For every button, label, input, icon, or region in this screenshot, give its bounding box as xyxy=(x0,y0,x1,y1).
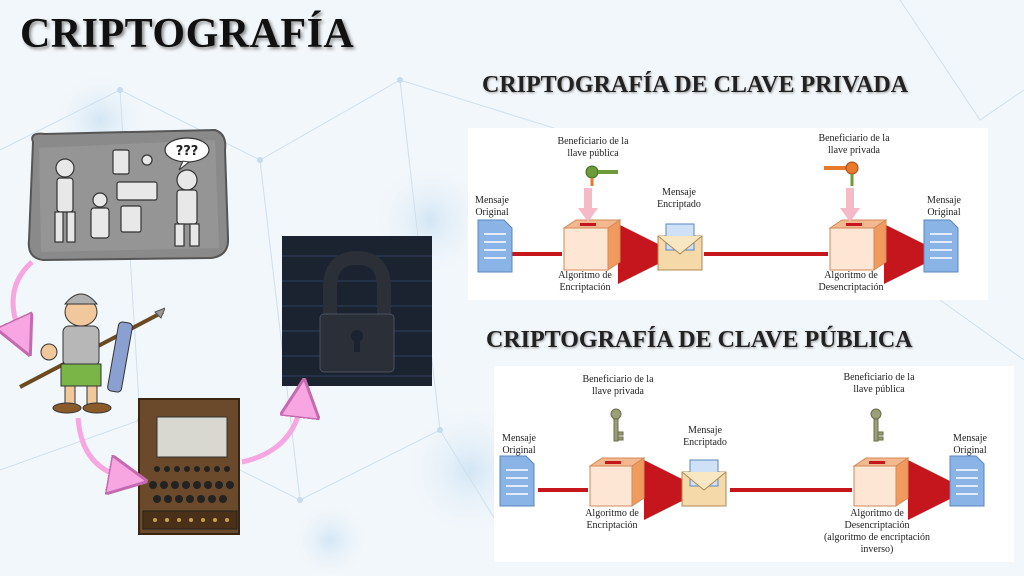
public-envelope-icon xyxy=(681,459,727,507)
private-decrypt-box-icon xyxy=(828,219,888,271)
public-result-document-icon xyxy=(949,455,985,507)
private-envelope-icon xyxy=(657,223,703,271)
public-key-1-icon xyxy=(610,408,624,442)
private-orange-key-icon xyxy=(824,161,859,186)
padlock-equations-image xyxy=(282,236,432,386)
private-key-diagram xyxy=(477,161,959,284)
private-key-heading: CRIPTOGRAFÍA DE CLAVE PRIVADA xyxy=(482,72,909,98)
roman-soldier-image xyxy=(19,293,165,414)
cycle-arrow-2 xyxy=(75,417,128,478)
page-title: CRIPTOGRAFÍA xyxy=(20,11,355,57)
public-key-2-icon xyxy=(870,408,884,442)
hieroglyph-speech-text: ??? xyxy=(176,144,199,159)
private-key-arrow-2 xyxy=(840,188,860,222)
cycle-arrow-1 xyxy=(13,260,34,338)
history-cycle-arrows xyxy=(0,260,320,500)
public-encrypt-box-icon xyxy=(588,457,646,507)
public-original-document-icon xyxy=(499,455,535,507)
private-encrypt-box-icon xyxy=(562,219,622,271)
private-result-document-icon xyxy=(923,219,959,273)
public-key-heading: CRIPTOGRAFÍA DE CLAVE PÚBLICA xyxy=(486,327,913,353)
private-green-key-icon xyxy=(585,165,618,186)
public-decrypt-box-icon xyxy=(852,457,910,507)
private-original-document-icon xyxy=(477,219,513,273)
enigma-machine-image xyxy=(138,398,240,535)
public-key-diagram xyxy=(499,408,985,520)
hieroglyph-tablet-image: ??? xyxy=(27,128,230,262)
cycle-arrow-3 xyxy=(241,398,302,465)
private-key-arrow-1 xyxy=(578,188,598,222)
